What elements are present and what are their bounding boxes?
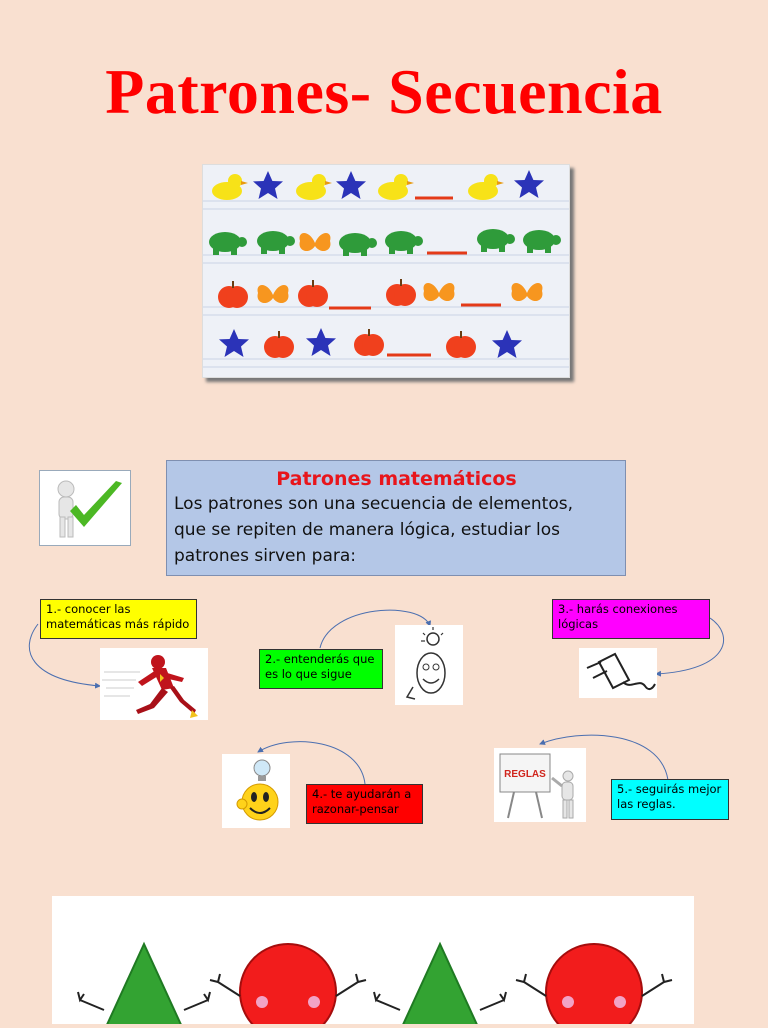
checkmark-figure-image [39, 470, 131, 546]
info-line: Los patrones son una secuencia de elemen… [174, 494, 574, 514]
benefit-label-4: 4.- te ayudarán a razonar-pensar [306, 784, 423, 824]
info-line: patrones sirven para: [174, 546, 356, 566]
benefit-label-5: 5.- seguirás mejor las reglas. [611, 779, 729, 820]
electric-plug-icon [586, 652, 656, 691]
superhero-image [100, 648, 208, 720]
running-superhero-icon [102, 655, 198, 718]
rules-board-icon: REGLAS [499, 753, 574, 819]
person-checkmark-icon [57, 480, 122, 538]
smiley-lightbulb-image [222, 754, 290, 828]
benefit-label-3: 3.- harás conexiones lógicas [552, 599, 710, 639]
page-title: Patrones- Secuencia [105, 56, 663, 127]
lightbulb-thinking-face-icon [405, 627, 446, 700]
rules-board-text: REGLAS [504, 769, 546, 780]
info-title: Patrones matemáticos [276, 468, 517, 490]
shapes-pattern-image [77, 943, 673, 1028]
plug-image [579, 648, 657, 698]
info-body: Los patrones son una secuencia de elemen… [174, 491, 619, 569]
benefit-label-2: 2.- entenderás que es lo que sigue [259, 649, 383, 689]
rules-board-image: REGLAS [494, 748, 586, 822]
shapes-panel [52, 896, 694, 1028]
info-line: que se repiten de manera lógica, estudia… [174, 520, 560, 540]
pattern-board-image [202, 164, 570, 378]
smiley-lightbulb-icon [236, 759, 279, 821]
info-box: Patrones matemáticos Los patrones son un… [166, 460, 626, 576]
benefit-label-1: 1.- conocer las matemáticas más rápido [40, 599, 197, 639]
thinking-face-image [395, 625, 463, 705]
